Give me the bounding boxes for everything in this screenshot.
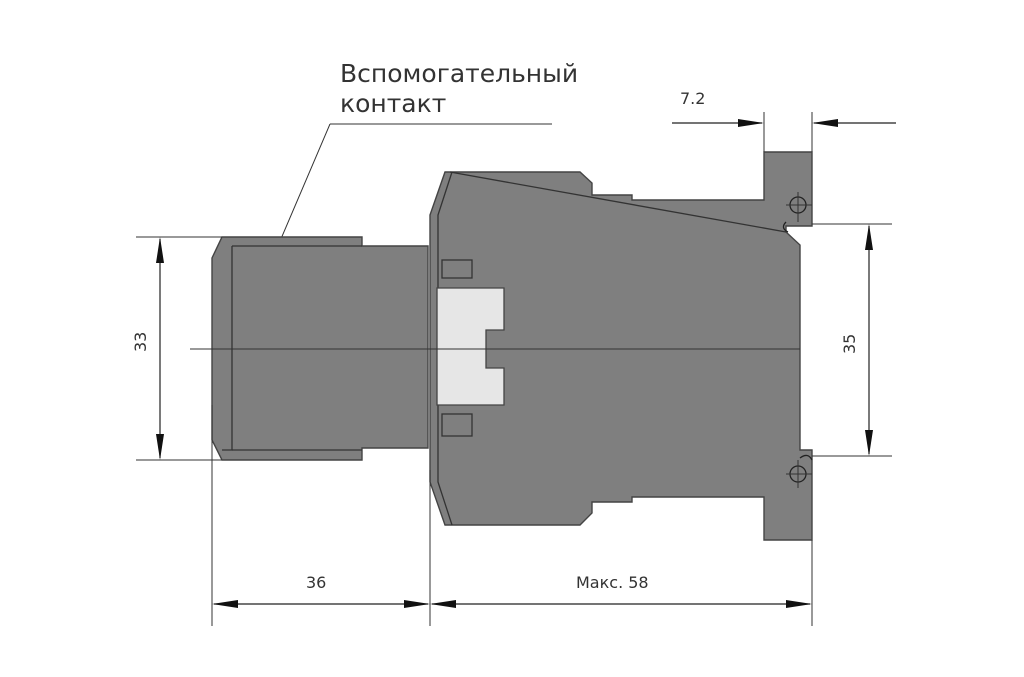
upper-mounting-hole <box>782 192 812 233</box>
dimension-right-height: 35 <box>812 223 892 457</box>
callout-label-line2: контакт <box>340 89 446 118</box>
left-height-value: 33 <box>131 332 150 352</box>
lower-mounting-hole <box>786 454 813 488</box>
lower-slot <box>441 413 473 437</box>
dimension-top-offset: 7.2 <box>672 89 896 152</box>
top-slope-line <box>449 171 787 233</box>
callout-label-line1: Вспомогательный <box>340 59 578 88</box>
right-height-value: 35 <box>840 334 859 354</box>
aux-width-value: 36 <box>306 573 326 592</box>
top-offset-value: 7.2 <box>680 89 705 108</box>
dimension-left-height: 33 <box>131 236 222 461</box>
dimension-bottom-widths: 36 Макс. 58 <box>211 405 813 626</box>
main-width-value: Макс. 58 <box>576 573 649 592</box>
indicator-window <box>436 287 505 406</box>
contactor-main-body <box>429 151 813 541</box>
upper-slot <box>441 259 473 279</box>
